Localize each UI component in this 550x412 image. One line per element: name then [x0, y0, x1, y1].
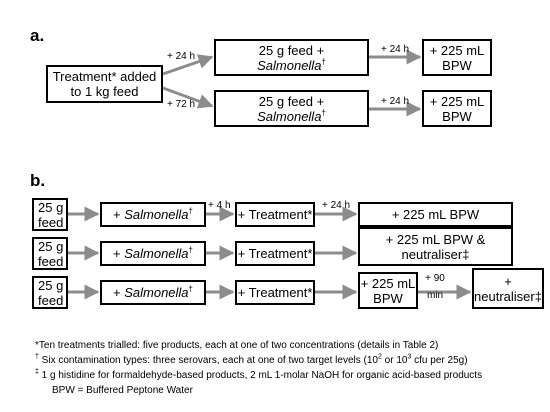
- feed-box-bottom-organism: Salmonella: [257, 108, 322, 124]
- footnote-treatments: *Ten treatments trialled: five products,…: [35, 340, 439, 351]
- b1-salmonella-box: + Salmonella†: [100, 202, 206, 227]
- b1-feed-line-2: feed: [38, 214, 64, 230]
- b3-treatment-box: + Treatment*: [235, 280, 315, 305]
- b1-feed-box: 25 g feed: [32, 198, 68, 231]
- b3-salmonella-mark: †: [188, 284, 193, 294]
- b3-feed-box: 25 g feed: [32, 276, 68, 309]
- footnote-neutraliser-text: 1 g histidine for formaldehyde-based pro…: [38, 370, 483, 381]
- b3-bpw-box: + 225 mL BPW: [358, 272, 418, 309]
- treatment-box-line-1: Treatment* added: [52, 69, 157, 84]
- b2-feed-box: 25 g feed: [32, 237, 68, 270]
- branch-top-label: + 24 h: [167, 51, 196, 62]
- footnote-neutraliser-mark: ‡: [35, 368, 39, 376]
- footnote-contamination-text-b: or 10: [381, 355, 408, 366]
- feed-salmonella-box-top: 25 g feed + Salmonella†: [214, 39, 369, 76]
- footnote-contamination-text-a: Six contamination types: three serovars,…: [38, 355, 378, 366]
- branch-bottom-label: + 72 h: [167, 99, 196, 110]
- b2-final-box: + 225 mL BPW & neutraliser‡: [358, 227, 513, 266]
- arrow-a-branch-bottom: [162, 86, 214, 109]
- footnote-contamination-text-c: cfu per 25g): [411, 355, 468, 366]
- feed-box-top-line-1: 25 g feed +: [258, 42, 325, 58]
- footnote-contamination: † Six contamination types: three serovar…: [35, 353, 545, 368]
- footnotes: *Ten treatments trialled: five products,…: [35, 338, 545, 398]
- b2-feed-line-2: feed: [38, 253, 64, 269]
- b2-salmonella-organism: Salmonella: [124, 246, 189, 261]
- b2-salmonella-mark: †: [188, 245, 193, 255]
- b1-label-24h: + 24 h: [322, 200, 351, 211]
- b2-treatment-box: + Treatment*: [235, 241, 315, 266]
- arrow-a-top-label: + 24 h: [381, 44, 410, 55]
- b2-final-line-1: + 225 mL BPW &: [385, 231, 486, 247]
- treatment-box-line-2: to 1 kg feed: [70, 84, 139, 99]
- b3-bpw-line-1: + 225 mL: [360, 275, 416, 291]
- footnote-contamination-mark: †: [35, 353, 39, 361]
- footnote-contamination-exp2: 3: [407, 353, 412, 361]
- footnote-contamination-exp1: 2: [377, 353, 382, 361]
- b1-treatment-box: + Treatment*: [235, 202, 315, 227]
- b3-label-90min-line-1: + 90: [425, 273, 445, 284]
- feed-salmonella-box-bottom: 25 g feed + Salmonella†: [214, 90, 369, 127]
- b3-feed-line-1: 25 g: [38, 277, 64, 293]
- b2-salmonella-box: + Salmonella†: [100, 241, 206, 266]
- b3-feed-line-2: feed: [38, 292, 64, 308]
- b3-salmonella-organism: Salmonella: [124, 285, 189, 300]
- treatment-added-box: Treatment* added to 1 kg feed: [46, 65, 163, 103]
- b3-bpw-line-2: BPW: [373, 290, 403, 306]
- b3-label-90min: + 90 min: [420, 273, 450, 301]
- b1-feed-line-1: 25 g: [38, 199, 64, 215]
- panel-b-label: b.: [30, 171, 46, 190]
- footnote-neutraliser: ‡ 1 g histidine for formaldehyde-based p…: [35, 368, 545, 383]
- b3-final-line-1: +: [504, 273, 512, 289]
- arrow-a-branch-top: [162, 54, 214, 76]
- b1-salmonella-mark: †: [188, 206, 193, 216]
- bpw-box-bottom-line-1: + 225 mL: [429, 93, 485, 109]
- b2-final-line-2: neutraliser‡: [401, 246, 470, 262]
- arrow-a-bottom-label: + 24 h: [381, 96, 410, 107]
- bpw-box-bottom: + 225 mL BPW: [422, 90, 492, 127]
- b3-label-90min-line-2: min: [426, 290, 444, 301]
- bpw-box-top: + 225 mL BPW: [422, 39, 492, 76]
- bpw-box-top-line-1: + 225 mL: [429, 42, 485, 58]
- footnote-bpw-definition: BPW = Buffered Peptone Water: [52, 385, 193, 396]
- bpw-box-top-line-2: BPW: [442, 57, 472, 73]
- b1-salmonella-organism: Salmonella: [124, 207, 189, 222]
- b3-final-line-2: neutraliser‡: [474, 288, 542, 304]
- feed-box-bottom-mark: †: [321, 108, 326, 118]
- b3-final-box: + neutraliser‡: [472, 268, 544, 309]
- b1-salmonella-prefix: +: [113, 207, 125, 222]
- feed-box-top-mark: †: [321, 57, 326, 67]
- b2-salmonella-prefix: +: [113, 246, 125, 261]
- b3-salmonella-box: + Salmonella†: [100, 280, 206, 305]
- b2-feed-line-1: 25 g: [38, 238, 64, 254]
- b1-label-4h: + 4 h: [208, 200, 231, 211]
- feed-box-bottom-line-1: 25 g feed +: [258, 93, 325, 109]
- b1-final-box: + 225 mL BPW: [358, 202, 513, 227]
- b3-salmonella-prefix: +: [113, 285, 125, 300]
- feed-box-top-organism: Salmonella: [257, 57, 322, 73]
- panel-a-label: a.: [30, 26, 45, 45]
- bpw-box-bottom-line-2: BPW: [442, 108, 472, 124]
